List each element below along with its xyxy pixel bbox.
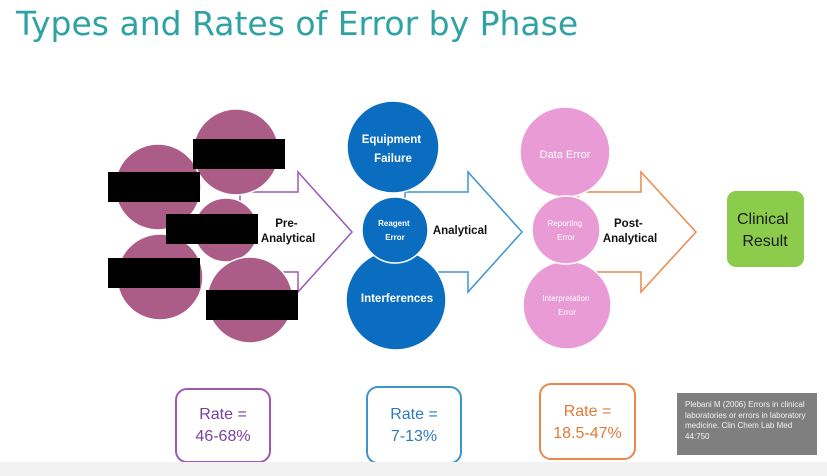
slide-title: Types and Rates of Error by Phase: [16, 4, 579, 43]
data-error-label: Data Error: [540, 149, 591, 161]
rate-value: 46-68%: [195, 428, 251, 445]
reagent-error-label: Reagent Error: [378, 219, 412, 242]
equipment-failure-circle: [346, 100, 440, 194]
clinical-result-label: Clinical Result: [737, 211, 793, 250]
analytical-circles: [345, 100, 447, 351]
footer-bar: [0, 462, 827, 476]
post-analytical-circles: [519, 106, 612, 350]
pre-analytical-label: Pre- Analytical: [261, 218, 315, 245]
redaction-box: [166, 214, 258, 244]
interpretation-error-circle: [522, 260, 612, 350]
redaction-boxes: [108, 139, 298, 320]
analytical-rate-box: Rate = 7-13%: [366, 386, 462, 464]
reporting-error-circle: [531, 195, 601, 265]
rate-value: 18.5-47%: [553, 425, 622, 442]
rate-label: Rate =: [563, 403, 612, 420]
interpretation-error-label: Interpretation Error: [542, 294, 591, 317]
rate-label: Rate =: [199, 406, 247, 423]
rate-value: 7-13%: [390, 428, 438, 445]
reporting-error-label: Reporting Error: [548, 219, 585, 242]
redaction-box: [206, 290, 298, 320]
redaction-box: [193, 139, 285, 169]
clinical-result-box: [727, 191, 804, 267]
redaction-box: [108, 172, 200, 202]
interferences-label: Interferences: [361, 293, 433, 305]
redaction-box: [108, 258, 200, 288]
pre-analytical-rate-box: Rate = 46-68%: [175, 388, 271, 463]
citation-note: Plebani M (2006) Errors in clinical labo…: [677, 393, 817, 455]
reagent-error-circle: [361, 196, 429, 264]
post-analytical-label: Post- Analytical: [603, 218, 657, 245]
equipment-failure-label: Equipment Failure: [362, 134, 425, 165]
post-analytical-rate-box: Rate = 18.5-47%: [539, 383, 636, 460]
analytical-label: Analytical: [433, 225, 487, 237]
rate-label: Rate =: [390, 406, 438, 423]
